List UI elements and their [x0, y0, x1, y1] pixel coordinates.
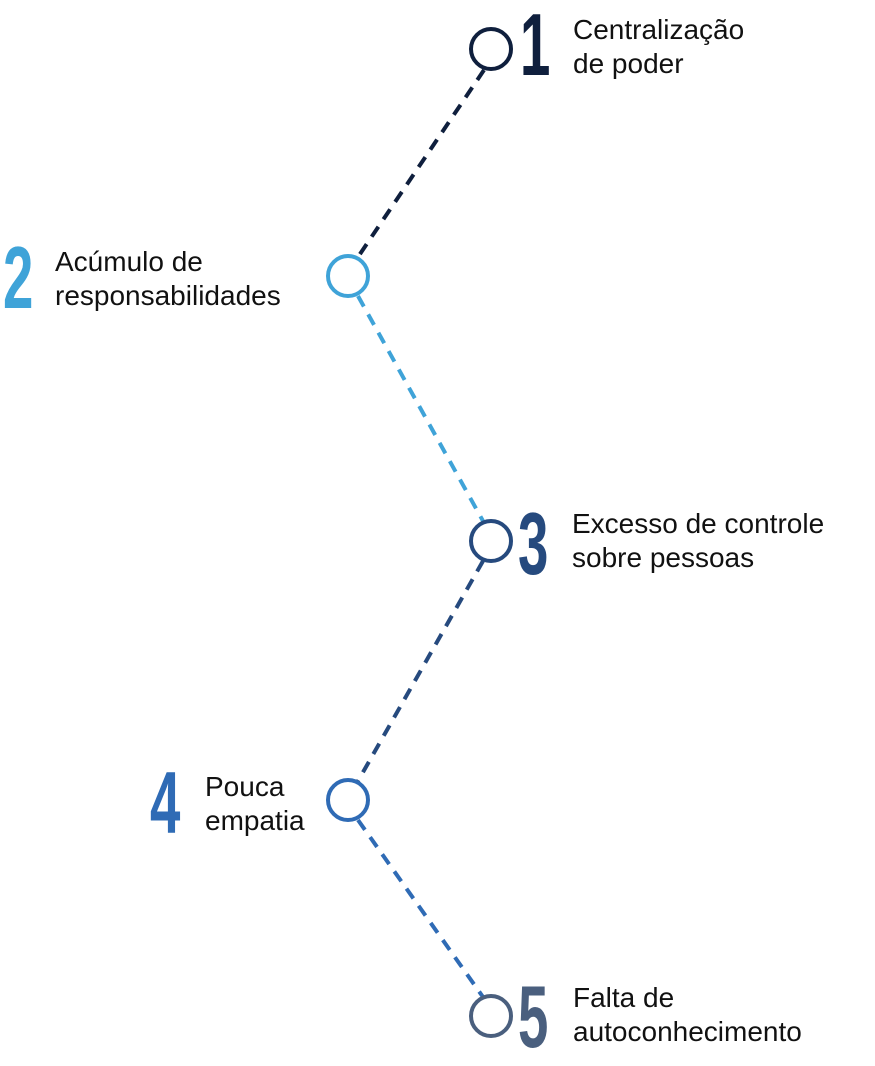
step-number-4: 4 [150, 753, 181, 852]
step-number-3: 3 [518, 494, 549, 593]
node-circle-1 [469, 27, 513, 71]
step-number-1: 1 [520, 0, 551, 94]
connector-2-3 [356, 295, 485, 522]
label-line: Centralização [573, 14, 745, 45]
label-line: Acúmulo de [55, 246, 203, 277]
connector-1-2 [356, 68, 486, 259]
node-circle-2 [326, 254, 370, 298]
label-line: empatia [205, 805, 305, 836]
label-line: Pouca [205, 771, 285, 802]
connector-3-4 [356, 560, 485, 782]
label-line: sobre pessoas [572, 542, 755, 573]
connector-4-5 [356, 818, 485, 999]
step-number-5: 5 [518, 967, 549, 1066]
label-line: de poder [573, 48, 684, 79]
node-circle-5 [469, 994, 513, 1038]
label-line: responsabilidades [55, 280, 281, 311]
label-line: Excesso de controle [572, 508, 825, 539]
label-line: autoconhecimento [573, 1016, 802, 1047]
label-line: Falta de [573, 982, 675, 1013]
node-circle-3 [469, 519, 513, 563]
step-number-2: 2 [3, 228, 34, 327]
node-circle-4 [326, 778, 370, 822]
